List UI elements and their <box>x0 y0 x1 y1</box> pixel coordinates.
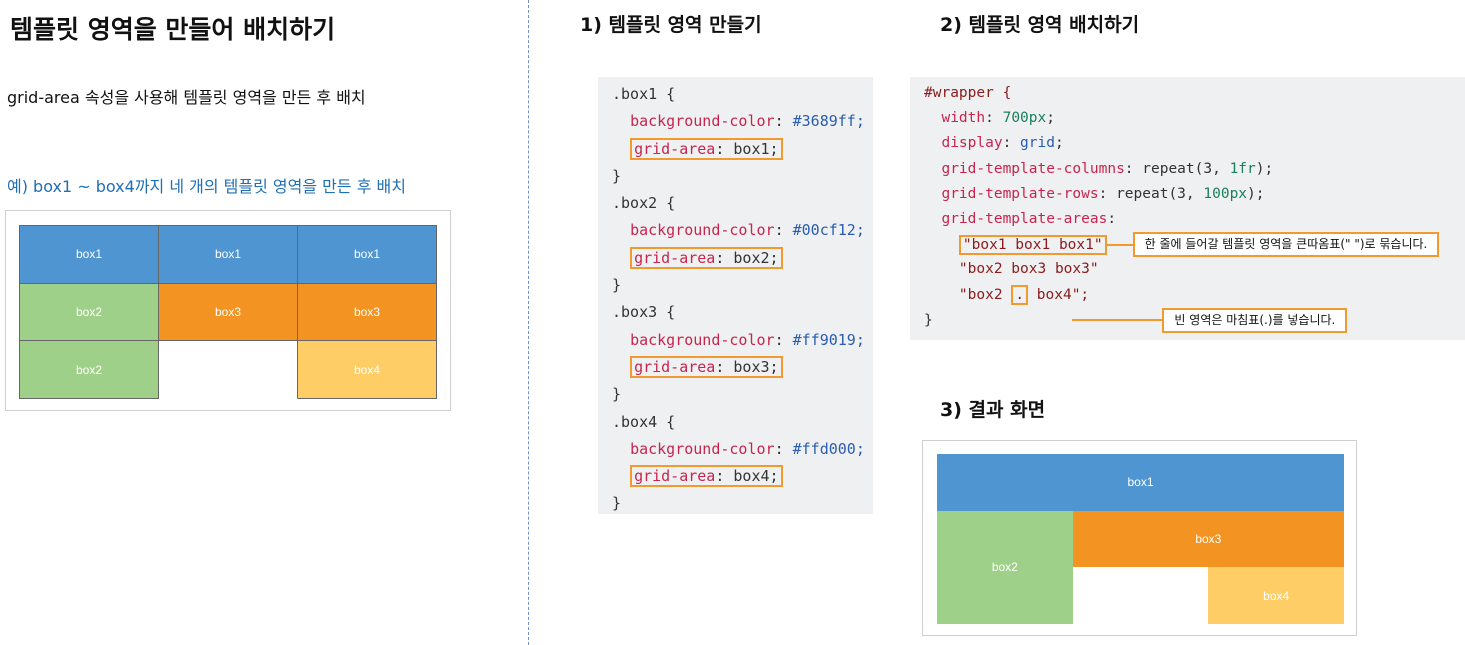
callout-dot: 빈 영역은 마침표(.)를 넣습니다. <box>1162 307 1348 333</box>
box1-selector: .box1 { <box>612 85 676 103</box>
result-box3: box3 <box>1072 510 1344 568</box>
code-line: } <box>612 494 622 513</box>
code-line: } <box>612 385 622 404</box>
code-line: grid-area: box1; <box>612 136 873 163</box>
code-line: grid-template-columns: repeat(3, 1fr); <box>941 160 1274 177</box>
code-line: grid-area: box4; <box>612 463 873 490</box>
step2-code-block: #wrapper { width: 700px; display: grid; … <box>910 77 1465 340</box>
callout-quotes: 한 줄에 들어갈 템플릿 영역을 큰따옴표(" ")로 묶습니다. <box>1132 232 1440 258</box>
example-cell-box2: box2 <box>20 283 159 342</box>
description: grid-area 속성을 사용해 템플릿 영역을 만든 후 배치 <box>7 88 366 107</box>
code-line: } <box>612 166 622 185</box>
code-line: "box2 box3 box3" <box>958 261 1099 278</box>
code-line: #wrapper { <box>924 81 1465 106</box>
code-line: "box1 box1 box1" 한 줄에 들어갈 템플릿 영역을 큰따옴표(" … <box>924 232 1465 258</box>
page-title: 템플릿 영역을 만들어 배치하기 <box>10 15 336 44</box>
result-frame: box1 box2 box3 box4 <box>922 440 1357 636</box>
result-box4: box4 <box>1208 567 1344 624</box>
example-cell-box4: box4 <box>298 341 437 399</box>
result-grid: box1 box2 box3 box4 <box>937 454 1344 624</box>
callout-connector <box>1106 243 1133 246</box>
code-line: grid-area: box2; <box>612 245 873 272</box>
code-line: } <box>612 276 622 295</box>
example-cell-box3: box3 <box>159 283 298 342</box>
step3-heading: 3) 결과 화면 <box>940 399 1046 421</box>
example-cell-empty <box>159 341 298 399</box>
code-line: display: grid; <box>941 135 1064 152</box>
code-line: .box4 { <box>612 409 873 436</box>
box3-selector: .box3 { <box>612 303 676 322</box>
highlight-box: grid-area: box4; <box>630 465 783 488</box>
result-box2: box2 <box>937 510 1073 624</box>
code-line: } 빈 영역은 마침표(.)를 넣습니다. <box>924 307 1465 333</box>
code-line: .box1 { <box>612 81 873 108</box>
code-line: grid-template-areas: <box>941 210 1117 227</box>
code-line: background-color: #ffd000; <box>630 439 865 458</box>
example-cell-box1: box1 <box>298 226 437 284</box>
step2-heading: 2) 템플릿 영역 배치하기 <box>940 14 1140 36</box>
code-line: background-color: #00cf12; <box>630 221 865 240</box>
callout-connector <box>1072 319 1163 322</box>
example-cell-box2: box2 <box>20 341 159 399</box>
result-box1: box1 <box>937 454 1344 511</box>
highlight-box: grid-area: box2; <box>630 246 783 269</box>
example-cell-box3: box3 <box>298 283 437 342</box>
code-line: .box3 { <box>612 299 873 326</box>
vertical-divider <box>528 0 529 645</box>
example-caption: 예) box1 ~ box4까지 네 개의 템플릿 영역을 만든 후 배치 <box>7 177 406 196</box>
code-line: background-color: #ff9019; <box>630 330 865 349</box>
code-line: background-color: #3689ff; <box>630 112 865 131</box>
highlight-dot: . <box>1011 284 1029 305</box>
code-line: "box2 . box4"; <box>958 284 1090 305</box>
example-cell-box1: box1 <box>20 226 159 284</box>
example-cell-box1: box1 <box>159 226 298 284</box>
step1-heading: 1) 템플릿 영역 만들기 <box>580 14 762 36</box>
box2-selector: .box2 { <box>612 194 676 213</box>
highlight-box: grid-area: box3; <box>630 355 783 378</box>
step1-code-block: .box1 { background-color: #3689ff; grid-… <box>598 77 873 514</box>
code-line: width: 700px; <box>941 110 1055 127</box>
highlight-box: grid-area: box1; <box>630 137 783 160</box>
code-line: .box2 { <box>612 190 873 217</box>
wrapper-selector: #wrapper { <box>924 85 1012 101</box>
code-line: grid-template-rows: repeat(3, 100px); <box>941 185 1265 202</box>
highlight-box: "box1 box1 box1" <box>958 234 1107 255</box>
box4-selector: .box4 { <box>612 412 676 431</box>
code-line: grid-area: box3; <box>612 354 873 381</box>
